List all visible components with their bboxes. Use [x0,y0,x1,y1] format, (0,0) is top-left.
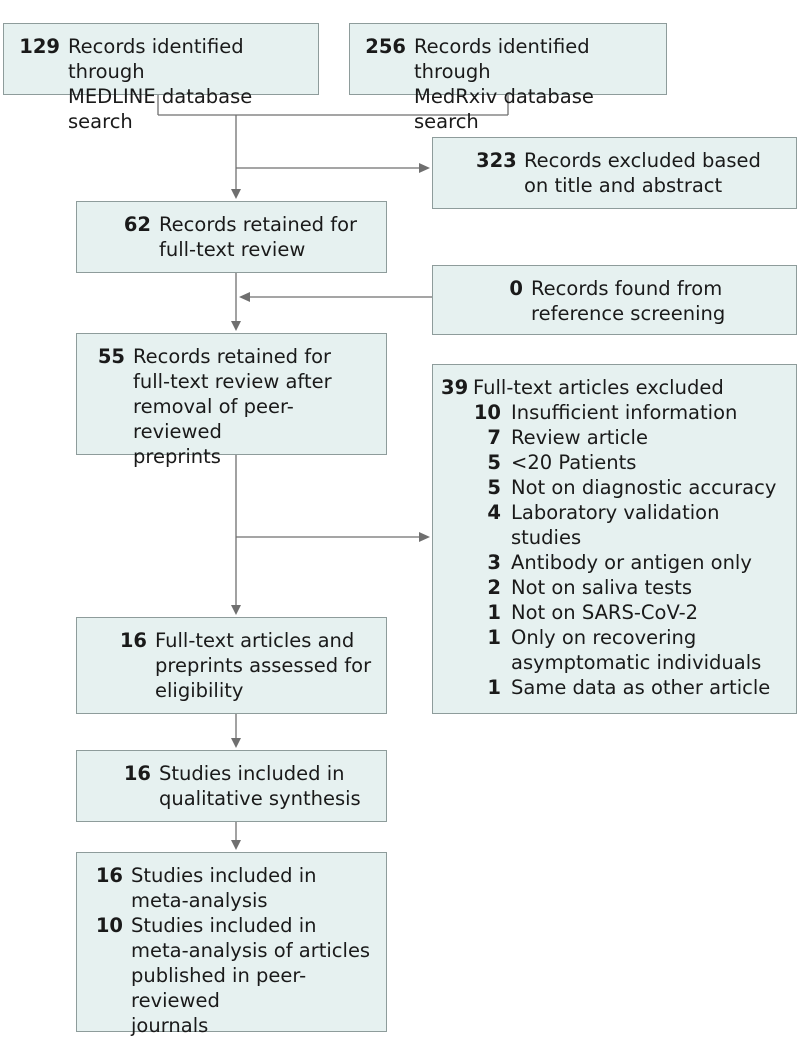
box-text: Studies included in meta-analysis [131,863,380,913]
box-heading: Full-text articles excluded [473,376,724,399]
record-count: 323 [476,149,517,172]
arrow-down-icon [231,321,241,331]
text-line: meta-analysis [131,889,268,912]
arrow-right-icon [419,163,430,173]
text-line: Studies included in [159,762,345,785]
text-line: Records retained for [159,213,358,236]
record-count: 10 [95,914,123,937]
exclusion-reason: 3 Antibody or antigen only [441,550,790,575]
exclusion-reason: 7 Review article [441,425,790,450]
text-line: journals [131,1014,209,1037]
exclusion-reason: 1 Only on recovering asymptomatic indivi… [441,625,790,675]
reason-text: Not on diagnostic accuracy [511,476,777,499]
text-line: qualitative synthesis [159,787,361,810]
text-line: Records identified through [68,35,244,83]
text-line: on title and abstract [524,174,723,197]
exclusion-reason: 4 Laboratory validation studies [441,500,790,550]
text-line: Records identified through [414,35,590,83]
reason-count: 1 [487,626,501,649]
arrow-down-icon [231,189,241,199]
excluded-title-abstract-box: 323 Records excluded based on title and … [432,137,797,209]
retained-after-removal-box: 55 Records retained for full-text review… [76,333,387,468]
text-line: Studies included in [131,864,317,887]
reason-text: Insufficient information [511,401,738,424]
reason-text: Not on SARS-CoV-2 [511,601,699,624]
record-count: 16 [119,629,147,652]
reason-count: 3 [487,551,501,574]
box-text: Records excluded based on title and abst… [524,148,790,198]
arrow-down-icon [231,605,241,615]
exclusion-reason: 5 Not on diagnostic accuracy [441,475,790,500]
reason-text: Antibody or antigen only [511,551,752,574]
text-line: Records excluded based [524,149,761,172]
exclusion-reason: 1 Same data as other article [441,675,790,700]
reason-count: 5 [487,476,501,499]
text-line: reference screening [531,302,726,325]
reason-count: 2 [487,576,501,599]
exclusion-reason: 10 Insufficient information [441,400,790,425]
arrow-left-icon [239,292,250,302]
text-line: MedRxiv database search [414,85,594,133]
medline-records-box: 129 Records identified through MEDLINE d… [3,23,319,133]
box-text: Studies included in qualitative synthesi… [159,761,380,811]
text-line: full-text review after [133,370,332,393]
box-text: Records retained for full-text review [159,212,380,262]
retained-fulltext-box: 62 Records retained for full-text review [76,201,387,273]
exclusion-reason: 1 Not on SARS-CoV-2 [441,600,790,625]
exclusion-reason: 5 <20 Patients [441,450,790,475]
record-count: 256 [365,35,406,58]
reason-count: 4 [487,501,501,524]
text-line: preprints [133,445,221,468]
text-line: eligibility [155,679,244,702]
medrxiv-records-box: 256 Records identified through MedRxiv d… [349,23,667,133]
reason-count: 1 [487,676,501,699]
meta-analysis-box: 16 Studies included in meta-analysis 10 … [76,852,387,1037]
text-line: published in peer-reviewed [131,964,307,1012]
reason-text: <20 Patients [511,451,637,474]
box-text: Studies included in meta-analysis of art… [131,913,380,1038]
record-count: 62 [123,213,151,236]
text-line: Studies included in [131,914,317,937]
text-line: removal of peer-reviewed [133,395,294,443]
reason-text: Not on saliva tests [511,576,693,599]
reason-text: Only on recovering [511,626,697,649]
record-count: 39 [441,376,469,399]
box-text: Records identified through MEDLINE datab… [68,34,312,134]
reason-text: asymptomatic individuals [511,651,762,674]
box-text: Full-text articles and preprints assesse… [155,628,380,703]
record-count: 0 [509,277,523,300]
exclusion-reason: 2 Not on saliva tests [441,575,790,600]
reason-count: 5 [487,451,501,474]
reference-screening-box: 0 Records found from reference screening [432,265,797,335]
reason-text: Laboratory validation studies [511,501,720,549]
assessed-eligibility-box: 16 Full-text articles and preprints asse… [76,617,387,714]
text-line: meta-analysis of articles [131,939,371,962]
text-line: full-text review [159,238,306,261]
record-count: 16 [123,762,151,785]
arrow-right-icon [419,532,430,542]
reason-count: 1 [487,601,501,624]
box-text: Records found from reference screening [531,276,790,326]
reason-count: 10 [473,401,501,424]
record-count: 129 [19,35,60,58]
reason-text: Review article [511,426,648,449]
text-line: MEDLINE database search [68,85,253,133]
text-line: Records retained for [133,345,332,368]
arrow-down-icon [231,840,241,850]
qualitative-synthesis-box: 16 Studies included in qualitative synth… [76,750,387,822]
box-text: Records identified through MedRxiv datab… [414,34,660,134]
fulltext-excluded-box: 39 Full-text articles excluded 10 Insuff… [432,364,797,714]
box-text: Records retained for full-text review af… [133,344,380,469]
text-line: preprints assessed for [155,654,372,677]
reason-text: Same data as other article [511,676,771,699]
arrow-down-icon [231,738,241,748]
text-line: Records found from [531,277,723,300]
text-line: Full-text articles and [155,629,355,652]
record-count: 55 [97,345,125,368]
record-count: 16 [95,864,123,887]
reason-count: 7 [487,426,501,449]
